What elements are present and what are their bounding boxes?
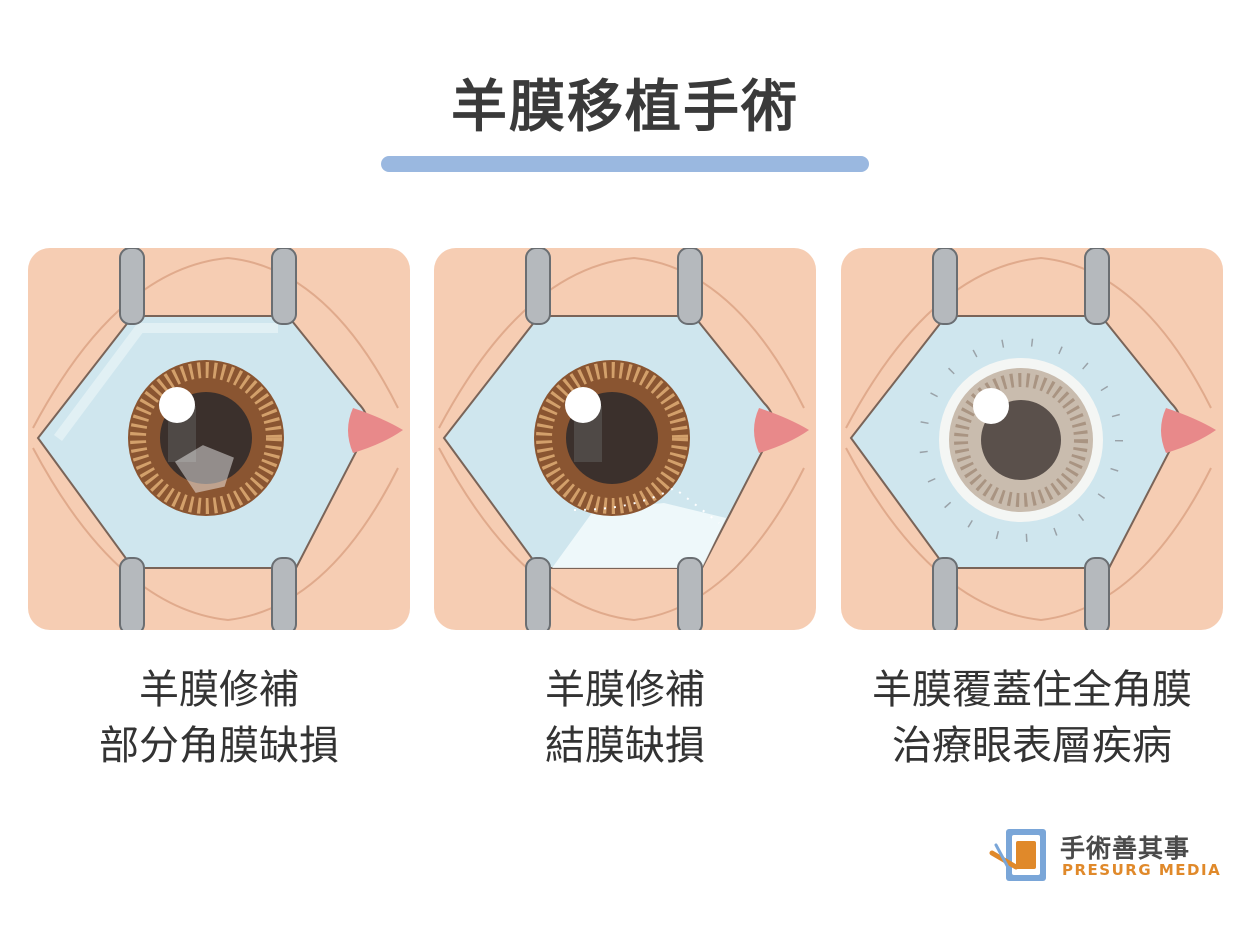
caption-line-2: 部分角膜缺損	[99, 723, 339, 769]
page-title: 羊膜移植手術	[451, 75, 799, 140]
logo-chinese-text: 手術善其事	[1060, 834, 1191, 863]
iris	[128, 360, 284, 516]
eye-panel-conjunctiva	[434, 248, 816, 630]
eye-illustration	[841, 248, 1223, 630]
caption-line-1: 羊膜覆蓋住全角膜	[872, 667, 1192, 713]
eye-panel-full-cornea	[841, 248, 1223, 630]
caption-line-1: 羊膜修補	[139, 667, 299, 713]
caption-conjunctiva: 羊膜修補 結膜缺損	[415, 662, 835, 774]
caption-line-2: 治療眼表層疾病	[892, 723, 1172, 769]
eye-illustration	[28, 248, 410, 630]
logo-english-text: PRESURG MEDIA	[1062, 861, 1222, 879]
caption-full-cornea: 羊膜覆蓋住全角膜 治療眼表層疾病	[822, 662, 1242, 774]
title-underline	[381, 156, 869, 172]
eye-illustration	[434, 248, 816, 630]
caption-line-2: 結膜缺損	[545, 723, 705, 769]
eye-panel-partial-cornea	[28, 248, 410, 630]
caption-line-1: 羊膜修補	[545, 667, 705, 713]
caption-partial-cornea: 羊膜修補 部分角膜缺損	[9, 662, 429, 774]
iris	[919, 338, 1123, 542]
iris	[534, 360, 690, 516]
presurg-logo-icon	[989, 829, 1046, 881]
brand-logo: 手術善其事 PRESURG MEDIA	[988, 823, 1228, 887]
